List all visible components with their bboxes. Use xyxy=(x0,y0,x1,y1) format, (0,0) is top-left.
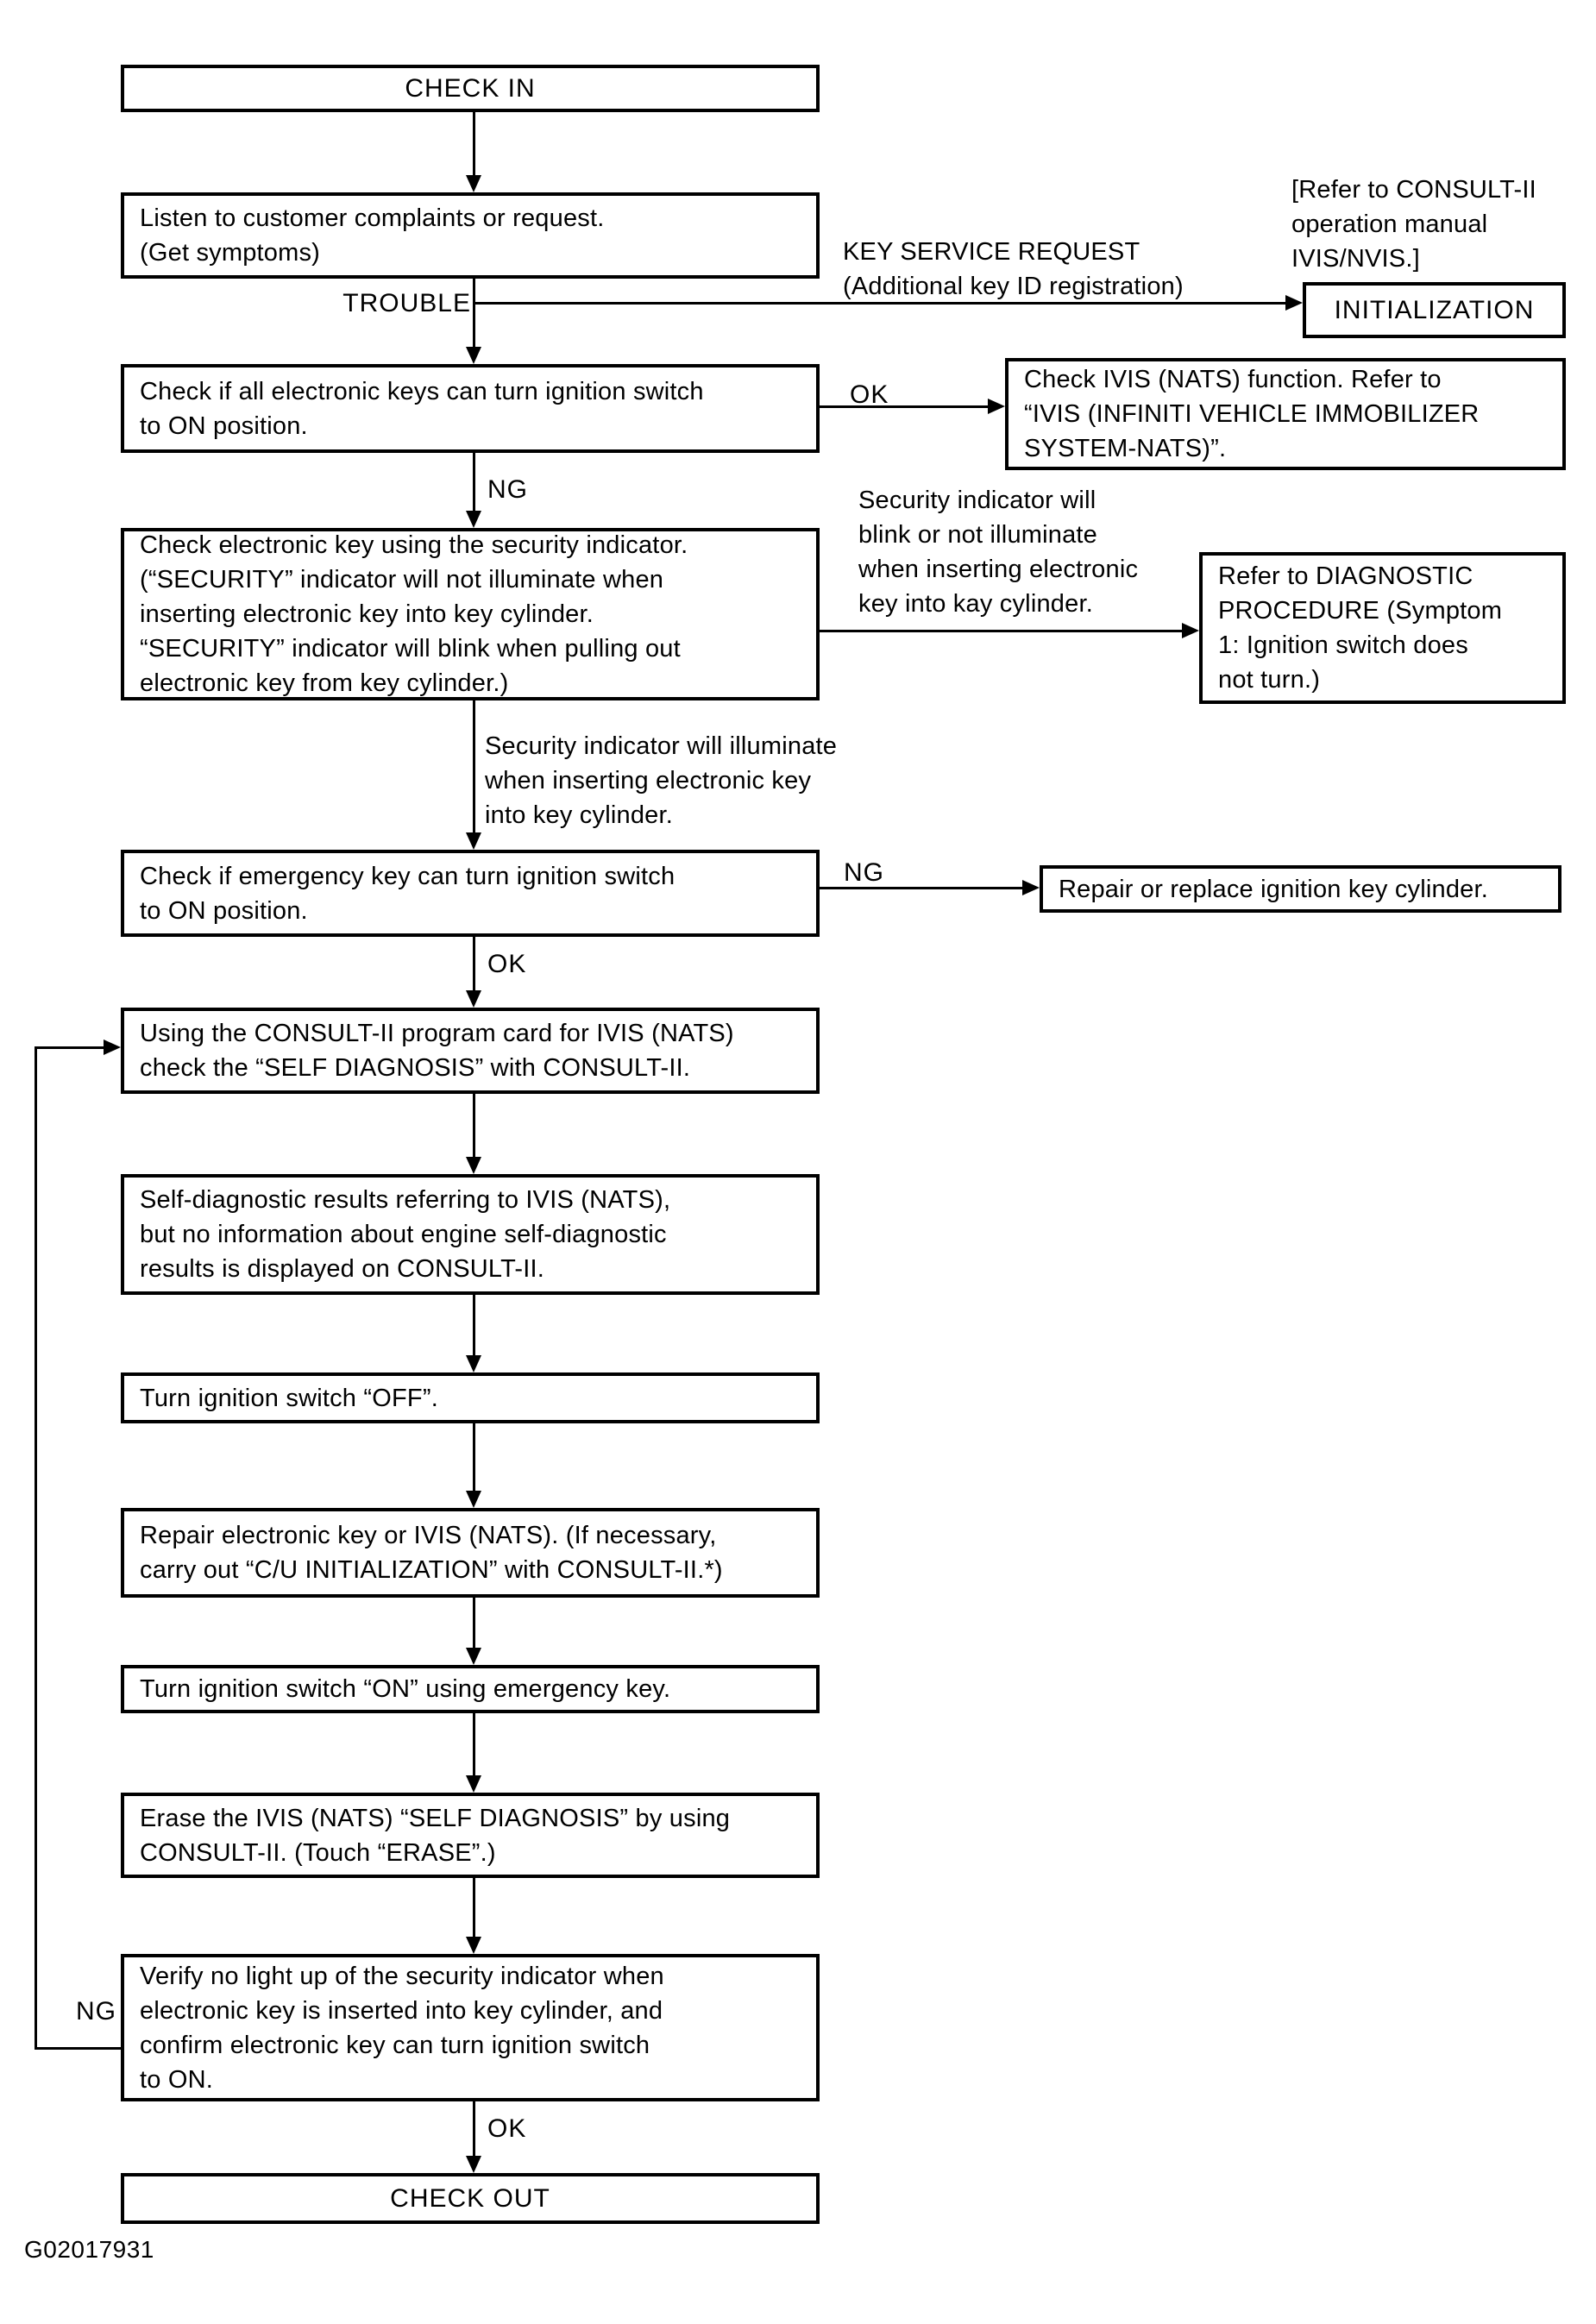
connector-consult-results xyxy=(473,1094,475,1157)
figure-id: G02017931 xyxy=(24,2236,154,2263)
flow-node-self-diag-results: Self-diagnostic results referring to IVI… xyxy=(121,1174,820,1295)
flow-node-check-all-keys: Check if all electronic keys can turn ig… xyxy=(121,364,820,453)
connector-ok-consult xyxy=(473,937,475,990)
connector-ng-check-electronic xyxy=(473,453,475,511)
flow-node-repair-cylinder: Repair or replace ignition key cylinder. xyxy=(1040,865,1561,913)
arrowhead-down-repair-key xyxy=(466,1491,481,1508)
flow-node-verify-no-light: Verify no light up of the security indic… xyxy=(121,1954,820,2101)
flow-node-consult-self-diag: Using the CONSULT-II program card for IV… xyxy=(121,1008,820,1094)
flow-node-check-electronic-key: Check electronic key using the security … xyxy=(121,528,820,700)
flow-node-check-emergency-key: Check if emergency key can turn ignition… xyxy=(121,850,820,937)
connector-checkin-listen xyxy=(473,112,475,175)
flow-node-check-ivis-function: Check IVIS (NATS) function. Refer to “IV… xyxy=(1005,358,1566,470)
arrowhead-down-results xyxy=(466,1157,481,1174)
arrowhead-right-repair-cylinder xyxy=(1022,880,1040,895)
edge-label-ok-emergency: OK xyxy=(487,950,527,978)
arrowhead-down-erase xyxy=(466,1775,481,1793)
connector-erase-verify xyxy=(473,1878,475,1937)
connector-repairkey-on xyxy=(473,1598,475,1648)
arrowhead-right-feedback-consult xyxy=(104,1040,121,1055)
connector-trouble-initialization xyxy=(474,302,1287,305)
connector-on-erase xyxy=(473,1713,475,1775)
edge-label-ok-verify: OK xyxy=(487,2114,527,2143)
arrowhead-down-listen xyxy=(466,175,481,192)
connector-feedback-vertical xyxy=(35,1046,37,2050)
note-indicator-blink: Security indicator will blink or not ill… xyxy=(858,487,1139,618)
note-indicator-illuminate: Security indicator will illuminate when … xyxy=(485,732,838,829)
connector-results-off xyxy=(473,1295,475,1355)
connector-listen-checkall xyxy=(473,279,475,347)
arrowhead-down-ignition-on xyxy=(466,1648,481,1665)
connector-ok-check-ivis xyxy=(820,405,990,408)
flow-node-check-out: CHECK OUT xyxy=(121,2173,820,2224)
arrowhead-down-checkall xyxy=(466,347,481,364)
arrowhead-right-initialization xyxy=(1285,295,1303,311)
edge-label-ok-keys: OK xyxy=(850,380,889,409)
connector-ng-repair-cylinder xyxy=(820,887,1022,889)
arrowhead-down-ignition-off xyxy=(466,1355,481,1372)
arrowhead-right-check-ivis xyxy=(988,399,1005,414)
connector-off-repairkey xyxy=(473,1423,475,1491)
connector-feedback-bottom xyxy=(35,2047,121,2050)
arrowhead-down-checkout xyxy=(466,2156,481,2173)
arrowhead-right-refer-diagnostic xyxy=(1182,623,1199,638)
arrowhead-down-check-emergency xyxy=(466,832,481,850)
flow-node-repair-key: Repair electronic key or IVIS (NATS). (I… xyxy=(121,1508,820,1598)
note-refer-consult-manual: [Refer to CONSULT-II operation manual IV… xyxy=(1291,176,1536,273)
flow-node-ignition-on: Turn ignition switch “ON” using emergenc… xyxy=(121,1665,820,1713)
connector-blink-refer-diagnostic xyxy=(820,630,1182,632)
edge-label-ng-keys: NG xyxy=(487,475,528,504)
flow-node-refer-diagnostic: Refer to DIAGNOSTIC PROCEDURE (Symptom 1… xyxy=(1199,552,1566,704)
arrowhead-down-check-electronic xyxy=(466,511,481,528)
flow-node-erase-self-diag: Erase the IVIS (NATS) “SELF DIAGNOSIS” b… xyxy=(121,1793,820,1878)
edge-label-trouble: TROUBLE xyxy=(342,289,471,317)
edge-label-ng-verify: NG xyxy=(76,1997,116,2026)
flow-node-initialization: INITIALIZATION xyxy=(1303,282,1566,338)
edge-label-key-service-request: KEY SERVICE REQUEST (Additional key ID r… xyxy=(843,238,1184,300)
connector-check-emergency xyxy=(473,700,475,832)
arrowhead-down-verify xyxy=(466,1937,481,1954)
edge-label-ng-emergency: NG xyxy=(844,858,884,887)
flow-node-ignition-off: Turn ignition switch “OFF”. xyxy=(121,1372,820,1423)
connector-ok-checkout xyxy=(473,2101,475,2156)
flow-node-listen-complaints: Listen to customer complaints or request… xyxy=(121,192,820,279)
connector-feedback-top xyxy=(35,1046,105,1049)
flow-node-check-in: CHECK IN xyxy=(121,65,820,112)
arrowhead-down-consult xyxy=(466,990,481,1008)
